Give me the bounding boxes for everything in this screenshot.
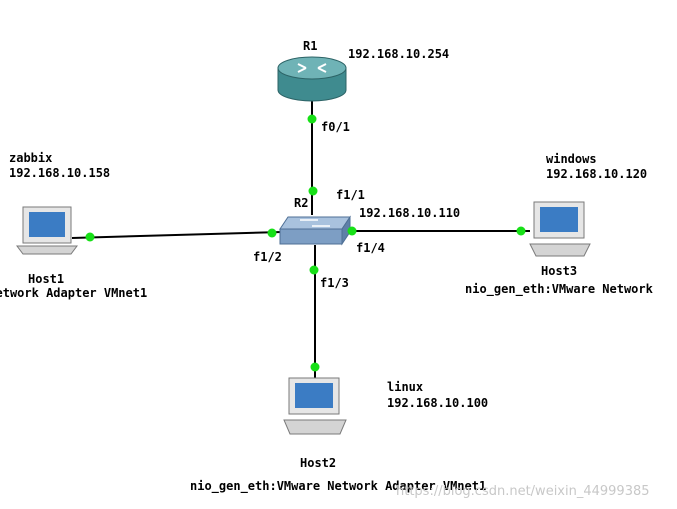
port-dot-host1 (85, 232, 95, 242)
host2-ip: 192.168.10.100 (387, 396, 488, 410)
watermark: https://blog.csdn.net/weixin_44999385 (396, 484, 650, 499)
port-dot-r2-f1-2 (267, 228, 277, 238)
port-dot-r1-f0-1 (307, 114, 317, 124)
host3[interactable]: windows 192.168.10.120 Host3 nio_gen_eth… (465, 152, 654, 297)
port-label-r2-f1-2: f1/2 (253, 250, 282, 264)
port-label-r2-f1-4: f1/4 (356, 241, 385, 255)
host1-adapter: nio_gen_eth:VMware Network Adapter VMnet… (0, 286, 147, 301)
port-label-r1-f0-1: f0/1 (321, 120, 350, 134)
router-r1-ip: 192.168.10.254 (348, 47, 449, 61)
port-dot-host2 (310, 362, 320, 372)
port-status-dots (85, 114, 526, 372)
switch-r2-name: R2 (294, 196, 308, 210)
host3-adapter: nio_gen_eth:VMware Network (465, 282, 654, 297)
host2[interactable]: linux 192.168.10.100 Host2 nio_gen_eth:V… (190, 377, 488, 494)
router-icon (277, 56, 347, 102)
switch-r2[interactable]: R2 192.168.10.110 (279, 196, 460, 246)
computer-icon (283, 377, 347, 435)
host2-adapter: nio_gen_eth:VMware Network Adapter VMnet… (190, 479, 486, 494)
computer-icon (529, 201, 591, 257)
switch-icon (279, 215, 351, 246)
port-labels: f0/1 f1/1 f1/2 f1/3 f1/4 (253, 120, 385, 290)
port-label-r2-f1-1: f1/1 (336, 188, 365, 202)
host1-name: Host1 (28, 272, 64, 286)
router-r1[interactable]: R1 192.168.10.254 (277, 39, 449, 102)
host1-ip: 192.168.10.158 (9, 166, 110, 180)
port-dot-r2-f1-1 (308, 186, 318, 196)
host1-title: zabbix (9, 151, 52, 165)
router-r1-name: R1 (303, 39, 317, 53)
host3-title: windows (546, 152, 597, 166)
host3-name: Host3 (541, 264, 577, 278)
port-dot-host3 (516, 226, 526, 236)
link-r2-host1[interactable] (71, 231, 283, 239)
port-label-r2-f1-3: f1/3 (320, 276, 349, 290)
host1[interactable]: zabbix 192.168.10.158 Host1 nio_gen_eth:… (0, 151, 147, 301)
host3-ip: 192.168.10.120 (546, 167, 647, 181)
port-dot-r2-f1-3 (309, 265, 319, 275)
computer-icon (16, 206, 78, 255)
host2-name: Host2 (300, 456, 336, 470)
switch-r2-ip: 192.168.10.110 (359, 206, 460, 220)
host2-title: linux (387, 380, 423, 394)
port-dot-r2-f1-4 (347, 226, 357, 236)
